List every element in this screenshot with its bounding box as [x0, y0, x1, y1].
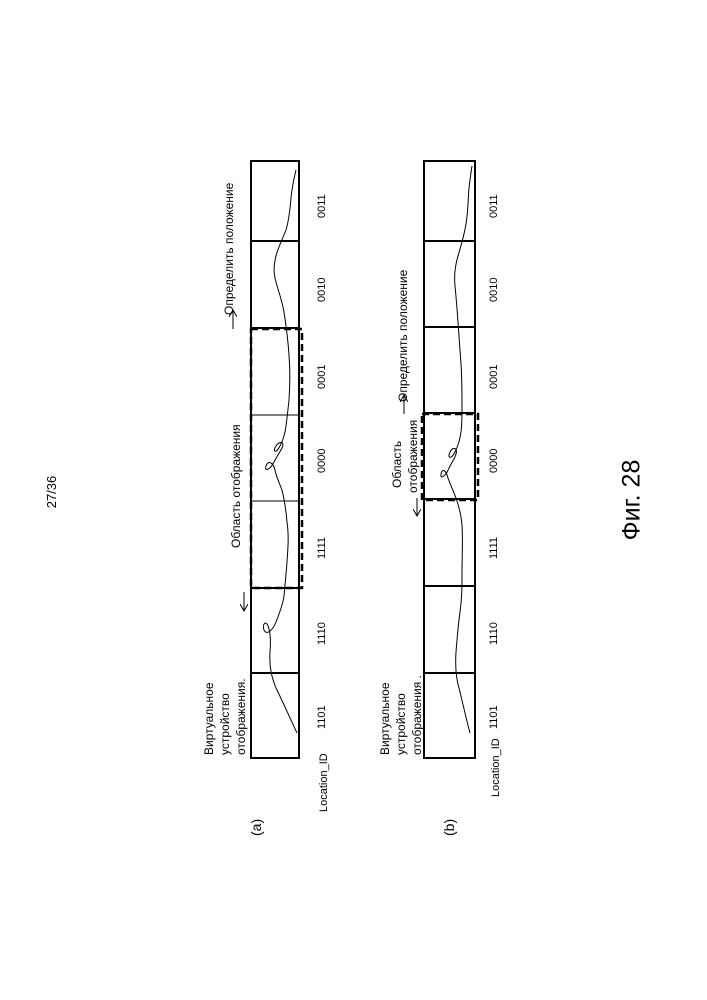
panel-a-strip: [233, 161, 302, 758]
panel-a-waveform: [263, 170, 297, 733]
panel-a-display-area-box: [251, 329, 302, 588]
panel-b-waveform: [441, 166, 472, 733]
panel-b-strip: [404, 161, 478, 758]
